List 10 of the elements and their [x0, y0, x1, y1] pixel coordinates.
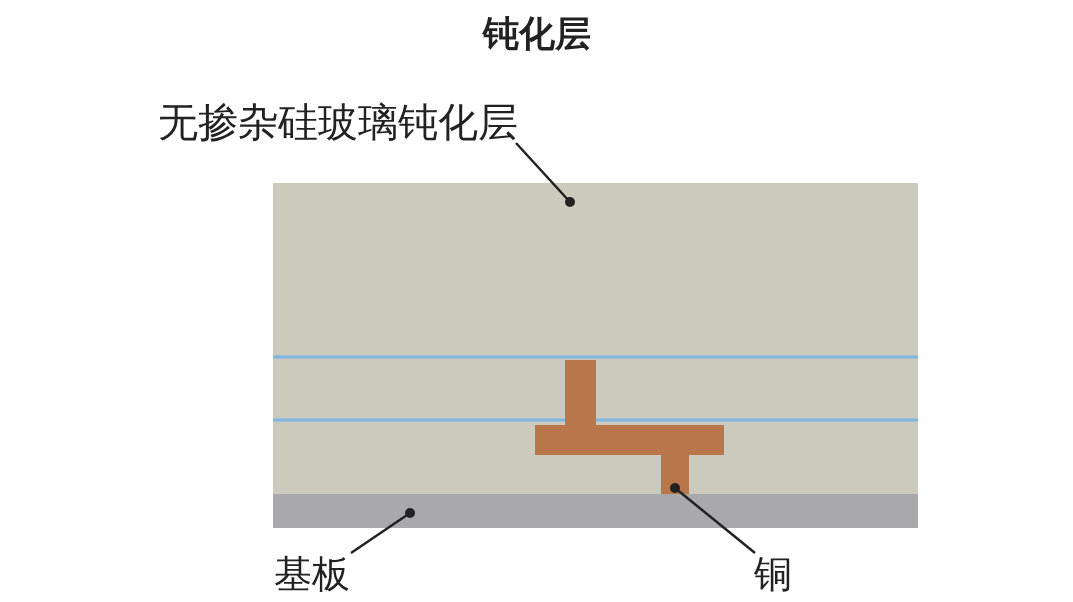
label: 铜: [754, 552, 794, 596]
passivation-layer: [273, 183, 918, 494]
leader-line: [670, 483, 756, 554]
substrate-layer: [273, 494, 918, 528]
leader-line: [515, 142, 575, 207]
leader-line: [350, 508, 415, 555]
copper-trace: [535, 360, 724, 494]
label: 无掺杂硅玻璃钝化层: [158, 100, 522, 144]
label: 基板: [274, 552, 352, 596]
title: 钝化层: [481, 12, 592, 56]
